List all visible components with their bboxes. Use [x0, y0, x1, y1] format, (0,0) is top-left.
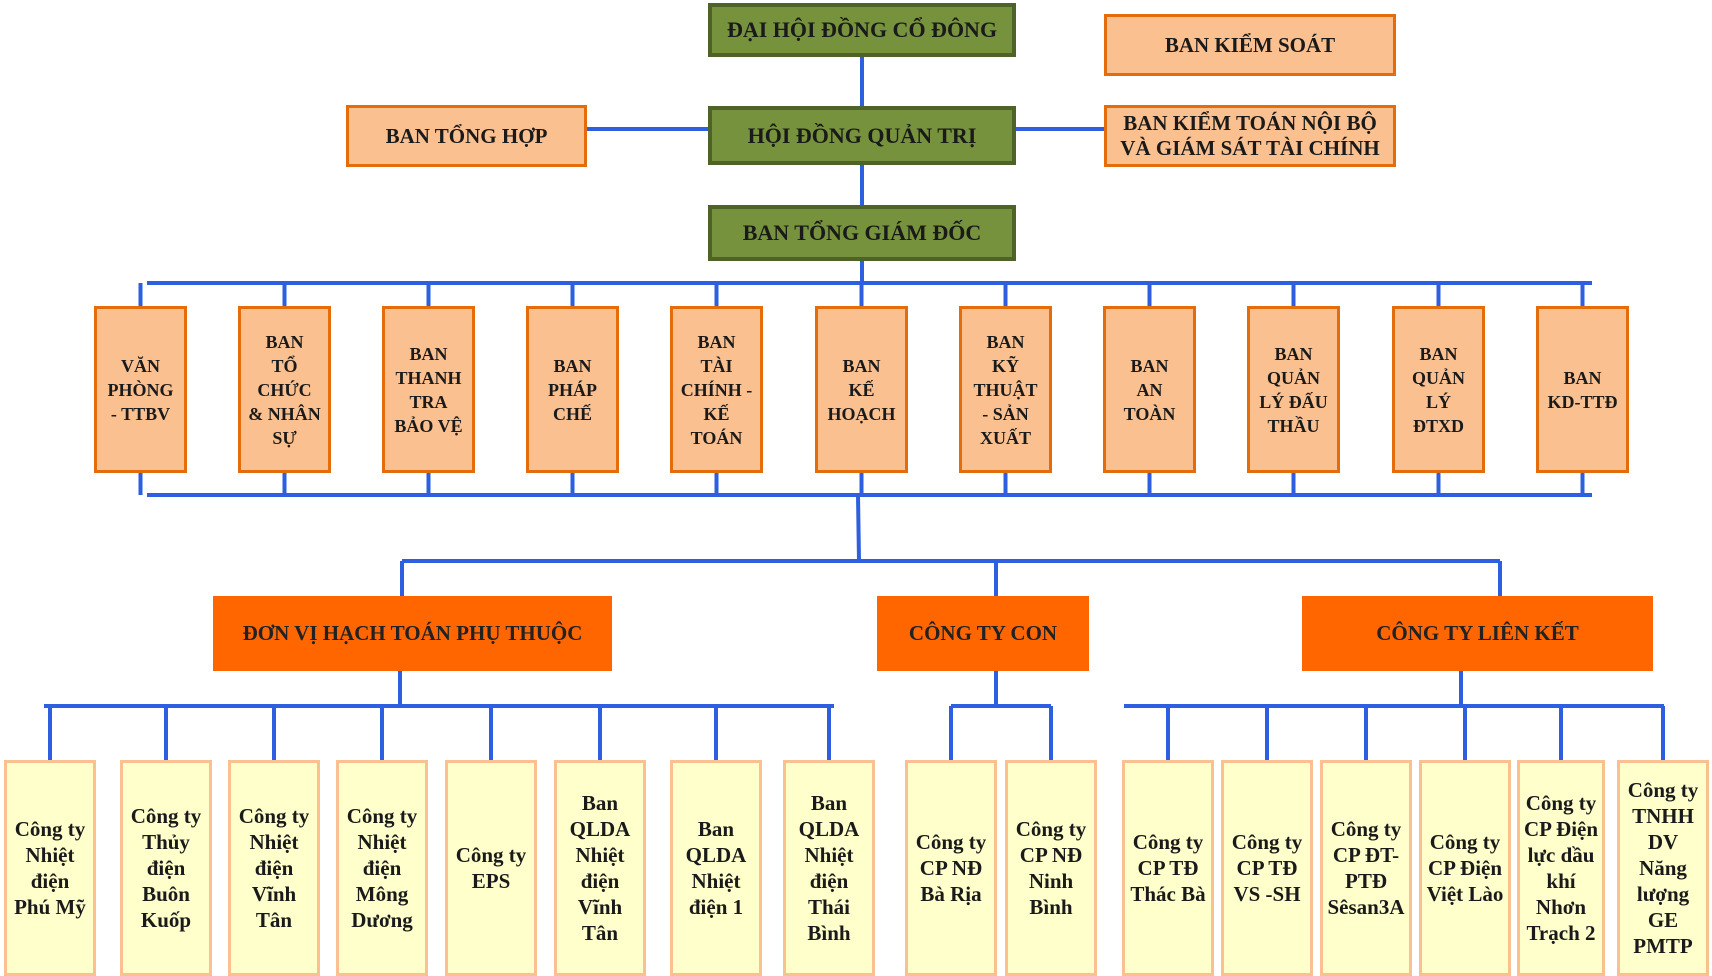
dependent-unit-box: Công ty Nhiệt điện Phú Mỹ	[4, 760, 96, 976]
dependent-unit-box: Công ty Nhiệt điện Vĩnh Tân	[228, 760, 320, 976]
associate-unit-box: Công ty CP TĐ VS -SH	[1221, 760, 1313, 976]
subsidiary-unit-box: Công ty CP NĐ Bà Rịa	[905, 760, 997, 976]
dependent-unit-box: Ban QLDA Nhiệt điện Thái Bình	[783, 760, 875, 976]
department-box: VĂN PHÒNG - TTBV	[94, 306, 187, 473]
general-affairs-box: BAN TỔNG HỢP	[346, 105, 587, 167]
department-box: BAN PHÁP CHẾ	[526, 306, 619, 473]
subsidiary-box: CÔNG TY CON	[877, 596, 1089, 671]
associate-unit-box: Công ty TNHH DV Năng lượng GE PMTP	[1617, 760, 1709, 976]
department-box: BAN KỸ THUẬT - SẢN XUẤT	[959, 306, 1052, 473]
associate-unit-box: Công ty CP ĐT- PTĐ Sêsan3A	[1320, 760, 1412, 976]
supervisory-box: BAN KIỂM SOÁT	[1104, 14, 1396, 76]
department-box: BAN TÀI CHÍNH - KẾ TOÁN	[670, 306, 763, 473]
department-box: BAN KD-TTĐ	[1536, 306, 1629, 473]
department-box: BAN AN TOÀN	[1103, 306, 1196, 473]
dependent-unit-box: Ban QLDA Nhiệt điện Vĩnh Tân	[554, 760, 646, 976]
department-box: BAN KẾ HOẠCH	[815, 306, 908, 473]
associate-box: CÔNG TY LIÊN KẾT	[1302, 596, 1653, 671]
subsidiary-unit-box: Công ty CP NĐ Ninh Bình	[1005, 760, 1097, 976]
associate-unit-box: Công ty CP Điện lực dầu khí Nhơn Trạch 2	[1517, 760, 1605, 976]
dependent-unit-box: Công ty Thủy điện Buôn Kuốp	[120, 760, 212, 976]
associate-unit-box: Công ty CP TĐ Thác Bà	[1122, 760, 1214, 976]
department-box: BAN THANH TRA BẢO VỆ	[382, 306, 475, 473]
agm-box: ĐẠI HỘI ĐỒNG CỔ ĐÔNG	[708, 3, 1016, 57]
associate-unit-box: Công ty CP Điện Việt Lào	[1419, 760, 1511, 976]
dependent-units-box: ĐƠN VỊ HẠCH TOÁN PHỤ THUỘC	[213, 596, 612, 671]
department-box: BAN QUẢN LÝ ĐTXD	[1392, 306, 1485, 473]
board-box: HỘI ĐỒNG QUẢN TRỊ	[708, 106, 1016, 165]
internal-audit-box: BAN KIỂM TOÁN NỘI BỘ VÀ GIÁM SÁT TÀI CHÍ…	[1104, 105, 1396, 167]
dependent-unit-box: Công ty EPS	[445, 760, 537, 976]
ceo-box: BAN TỔNG GIÁM ĐỐC	[708, 205, 1016, 261]
department-box: BAN TỔ CHỨC & NHÂN SỰ	[238, 306, 331, 473]
dependent-unit-box: Ban QLDA Nhiệt điện 1	[670, 760, 762, 976]
department-box: BAN QUẢN LÝ ĐẤU THẦU	[1247, 306, 1340, 473]
dependent-unit-box: Công ty Nhiệt điện Mông Dương	[336, 760, 428, 976]
